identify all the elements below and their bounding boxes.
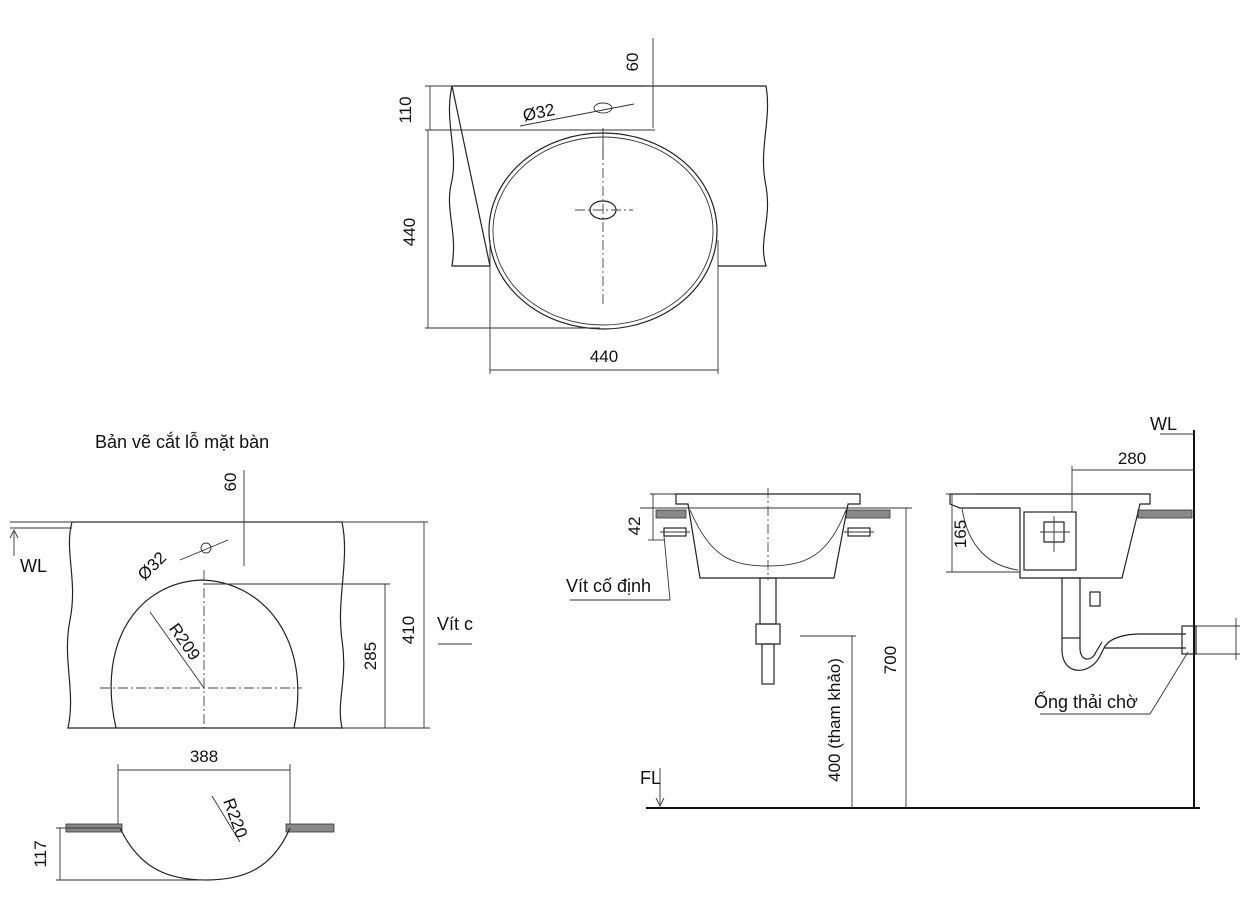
front-dim-400: 400 (tham khảo) bbox=[825, 658, 844, 782]
side-dim-280: 280 bbox=[1118, 449, 1146, 468]
front-view: 42 Vít cố định 400 (tham khảo) 700 FL bbox=[566, 488, 1200, 809]
top-dim-440-vertical: 440 bbox=[400, 218, 419, 246]
front-dim-42: 42 bbox=[625, 517, 644, 536]
front-drain-pipe bbox=[759, 577, 777, 625]
cutout-dim-phi32: Ø32 bbox=[134, 548, 170, 584]
section-bowl bbox=[119, 827, 291, 881]
front-screw-label: Vít cố định bbox=[566, 576, 651, 596]
cutout-dim-60: 60 bbox=[221, 473, 240, 492]
front-counter-left bbox=[655, 509, 687, 519]
cutout-dim-285: 285 bbox=[361, 642, 380, 670]
side-view: WL 280 165 Ống thải chờ bbox=[946, 414, 1240, 808]
top-dim-440-horizontal: 440 bbox=[590, 347, 618, 366]
top-dim-110: 110 bbox=[396, 96, 415, 123]
side-counter bbox=[1137, 509, 1193, 519]
top-counter-outline bbox=[448, 85, 769, 267]
cutout-wl-label: WL bbox=[20, 556, 47, 576]
top-dim-phi32: Ø32 bbox=[521, 100, 556, 125]
front-dim-700: 700 bbox=[881, 646, 900, 674]
cutout-arc bbox=[110, 579, 299, 729]
side-dim-165: 165 bbox=[951, 520, 970, 548]
cutout-dim-117: 117 bbox=[31, 840, 50, 867]
side-trap-bend bbox=[1061, 633, 1186, 671]
side-trap-vertical bbox=[1061, 577, 1081, 639]
top-view: 60 110 Ø32 440 440 bbox=[396, 38, 769, 374]
cutout-screw-label-cut: Vít c bbox=[437, 614, 473, 634]
top-dim-60: 60 bbox=[623, 53, 642, 72]
side-drain-label: Ống thải chờ bbox=[1034, 691, 1138, 712]
cutout-dim-410: 410 bbox=[399, 616, 418, 644]
cutout-dim-r220: R220 bbox=[219, 796, 251, 841]
front-counter-right bbox=[845, 509, 891, 519]
cutout-view: Bản vẽ cắt lỗ mặt bàn WL 60 Ø32 R209 285… bbox=[9, 431, 473, 881]
side-wl-label: WL bbox=[1150, 414, 1177, 434]
front-basin bbox=[675, 493, 861, 579]
cutout-title: Bản vẽ cắt lỗ mặt bàn bbox=[95, 431, 269, 452]
counter-section-right bbox=[285, 823, 335, 833]
front-fl-label: FL bbox=[640, 768, 661, 788]
side-basin bbox=[949, 493, 1151, 579]
cutout-dim-388: 388 bbox=[190, 747, 218, 766]
